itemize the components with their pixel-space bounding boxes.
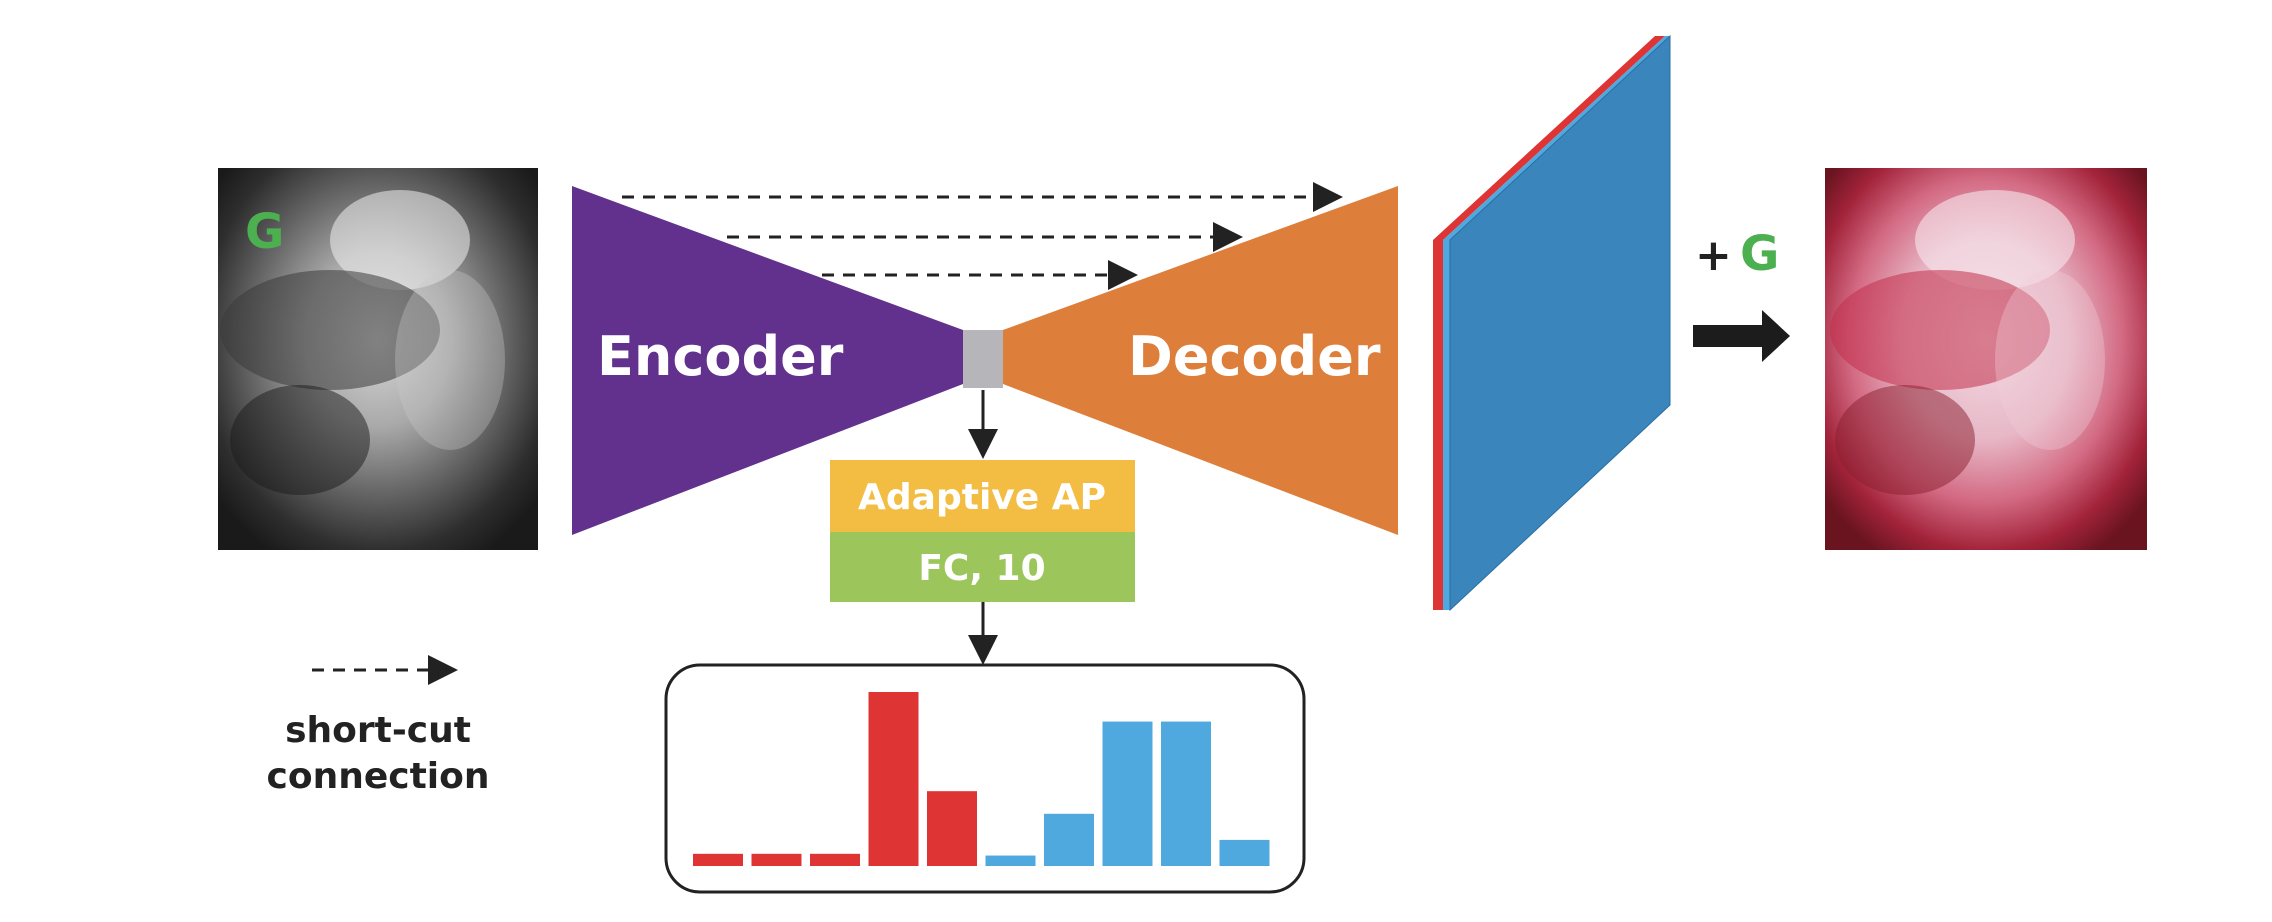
histogram-bar-3 [810,853,860,866]
histogram-bar-6 [985,855,1036,866]
tensor-top-edge [1443,36,1670,240]
bottleneck-block [963,330,1003,388]
tensor-blue-thin [1443,240,1450,610]
shortcut-connections [622,182,1343,290]
histogram-bar-8 [1102,721,1153,866]
output-tensor [1433,34,1671,612]
encoder-block [572,186,963,535]
histogram-bar-1 [693,853,743,866]
input-image [218,168,538,550]
histogram-bar-2 [751,853,802,866]
legend-line2: connection [267,756,490,797]
fc-label: FC, 10 [918,548,1045,589]
legend: short-cut connection [267,655,490,797]
fc-block [830,532,1135,602]
tensor-front-face [1449,34,1671,612]
histogram-bar-4 [868,692,919,866]
adaptive-ap-block [830,460,1135,532]
histogram-bars [693,692,1270,866]
output-image [1825,168,2147,550]
input-g-label: G [245,204,284,260]
histogram-bar-5 [927,791,977,866]
histogram-bar-9 [1161,721,1211,866]
legend-line1: short-cut [285,710,471,751]
decoder-label: Decoder [1128,325,1381,388]
decoder-block [1003,186,1398,535]
encoder-label: Encoder [597,325,844,388]
adaptive-ap-label: Adaptive AP [858,477,1106,518]
plus-g-label: G [1740,226,1779,282]
output-arrow [1693,310,1790,362]
histogram-bar-7 [1044,813,1094,866]
histogram-bar-10 [1219,839,1270,866]
plus-sign: + [1695,230,1732,281]
